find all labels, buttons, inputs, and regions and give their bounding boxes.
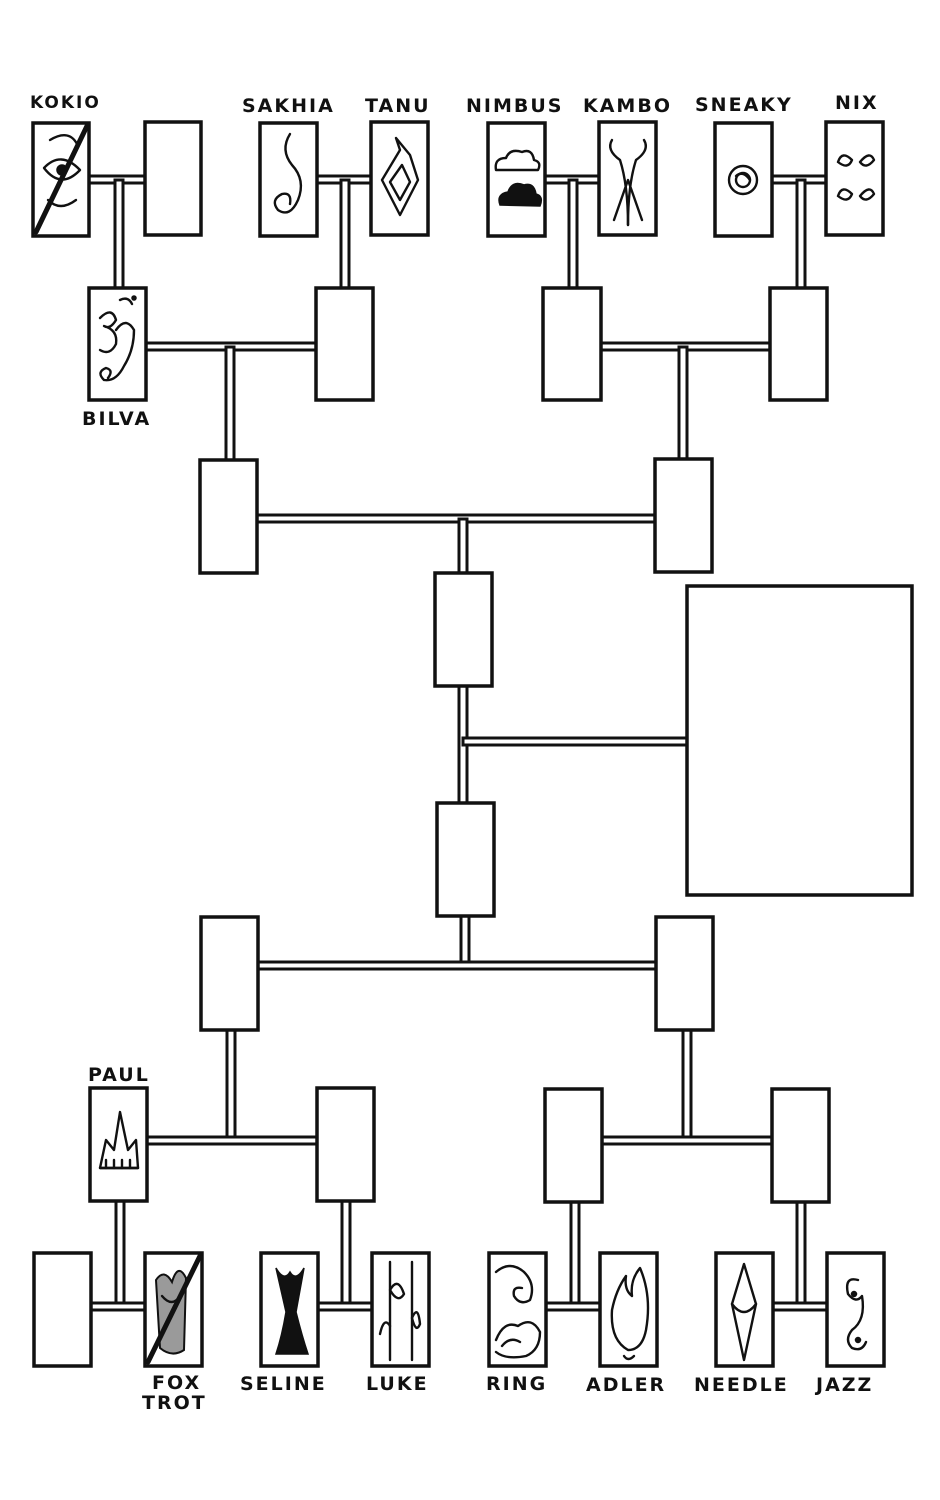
member-box-center-lower: [435, 801, 496, 918]
cloud-glyph-icon: [494, 149, 543, 207]
label-tanu: TANU: [365, 95, 431, 117]
label-sneaky: SNEAKY: [695, 94, 793, 116]
member-boxes: [31, 120, 914, 1368]
connector-grand-couple: [255, 513, 657, 524]
connector-lower-couple: [255, 960, 659, 971]
member-box-paul: [88, 1086, 149, 1203]
connector-needle-jazz: [769, 1301, 829, 1312]
flame-diamond-glyph-icon: [380, 136, 420, 217]
label-ring: RING: [486, 1373, 547, 1395]
member-box-sakhia: [258, 121, 319, 238]
member-box-lower2-c: [543, 1087, 604, 1204]
connector-kokio-drop: [113, 178, 125, 292]
swirl-circle-glyph-icon: [727, 164, 759, 196]
member-box-nimbus: [486, 121, 547, 238]
connector-paul-couple: [144, 1135, 320, 1146]
om-glyph-icon: [98, 295, 137, 382]
member-box-bilva-partner: [314, 286, 375, 402]
member-box-kokio-partner: [143, 120, 203, 237]
member-box-lower-right: [654, 915, 715, 1032]
connector-needle-drop: [795, 1197, 807, 1309]
connector-seline-drop: [340, 1197, 352, 1309]
member-box-nix: [824, 120, 885, 237]
member-box-luke: [370, 1251, 431, 1368]
member-box-center-upper: [433, 571, 494, 688]
member-box-jazz: [825, 1251, 886, 1368]
treble-glyph-icon: [845, 1278, 868, 1351]
connector-seline-luke: [316, 1301, 376, 1312]
name-labels: KOKIO SAKHIA TANU NIMBUS KAMBO SNEAKY NI…: [30, 92, 879, 1414]
horned-glyph-icon: [609, 138, 647, 227]
label-bilva: BILVA: [82, 408, 151, 430]
connector-paul-drop: [114, 1197, 126, 1309]
connector-sakhia-drop: [339, 178, 351, 292]
member-box-row3-left: [198, 458, 259, 575]
eye-glyph-icon: [33, 123, 90, 235]
flame-glyph-icon: [610, 1266, 650, 1361]
needle-glyph-icon: [730, 1262, 758, 1362]
connector-nimbus-drop: [567, 178, 579, 292]
connector-lower-right-drop: [681, 1026, 693, 1144]
label-nimbus: NIMBUS: [466, 95, 563, 117]
connector-lower-right-couple: [599, 1135, 775, 1146]
member-box-row2-c: [541, 286, 603, 402]
label-luke: LUKE: [366, 1373, 429, 1395]
connector-grand-drop: [457, 517, 469, 577]
member-box-tanu: [369, 120, 430, 237]
member-box-row3-right: [653, 457, 714, 574]
connectors: [86, 174, 829, 1312]
member-box-lower2-d: [770, 1087, 831, 1204]
connector-center-branch: [461, 736, 691, 747]
connector-fox-couple: [88, 1301, 148, 1312]
connector-lower-spine: [459, 911, 471, 970]
glyph-icons: [33, 123, 876, 1365]
tower-glyph-icon: [274, 1267, 310, 1355]
member-box-lower-left: [199, 915, 260, 1032]
connector-ring-drop: [569, 1197, 581, 1309]
member-box-bilva: [87, 286, 148, 402]
connector-bilva-drop: [224, 345, 236, 464]
spiral-glyph-icon: [273, 132, 303, 214]
member-box-sneaky: [713, 121, 774, 238]
label-trot: TROT: [142, 1392, 207, 1414]
label-seline: SELINE: [240, 1373, 327, 1395]
label-fox: FOX: [152, 1372, 201, 1394]
eyes-glyph-icon: [836, 154, 876, 201]
wave-glyph-icon: [494, 1264, 542, 1359]
leaf-glyph-icon: [378, 1260, 422, 1362]
member-box-needle: [714, 1251, 775, 1368]
member-box-row2-d: [768, 286, 829, 402]
label-nix: NIX: [835, 92, 879, 114]
label-needle: NEEDLE: [694, 1374, 789, 1396]
label-sakhia: SAKHIA: [242, 95, 335, 117]
connector-lower-left-drop: [225, 1026, 237, 1144]
connector-ring-adler: [543, 1301, 603, 1312]
label-adler: ADLER: [586, 1374, 666, 1396]
crown-glyph-icon: [98, 1110, 140, 1170]
large-portrait-box: [685, 584, 914, 897]
member-box-paul-partner: [315, 1086, 376, 1203]
connector-right-drop: [677, 345, 689, 464]
label-kokio: KOKIO: [30, 93, 101, 113]
member-box-fox-partner: [32, 1251, 93, 1368]
fox-glyph-icon: [145, 1253, 203, 1365]
label-kambo: KAMBO: [583, 95, 672, 117]
label-jazz: JAZZ: [814, 1374, 873, 1396]
connector-sneaky-drop: [795, 178, 807, 292]
label-paul: PAUL: [88, 1064, 150, 1086]
